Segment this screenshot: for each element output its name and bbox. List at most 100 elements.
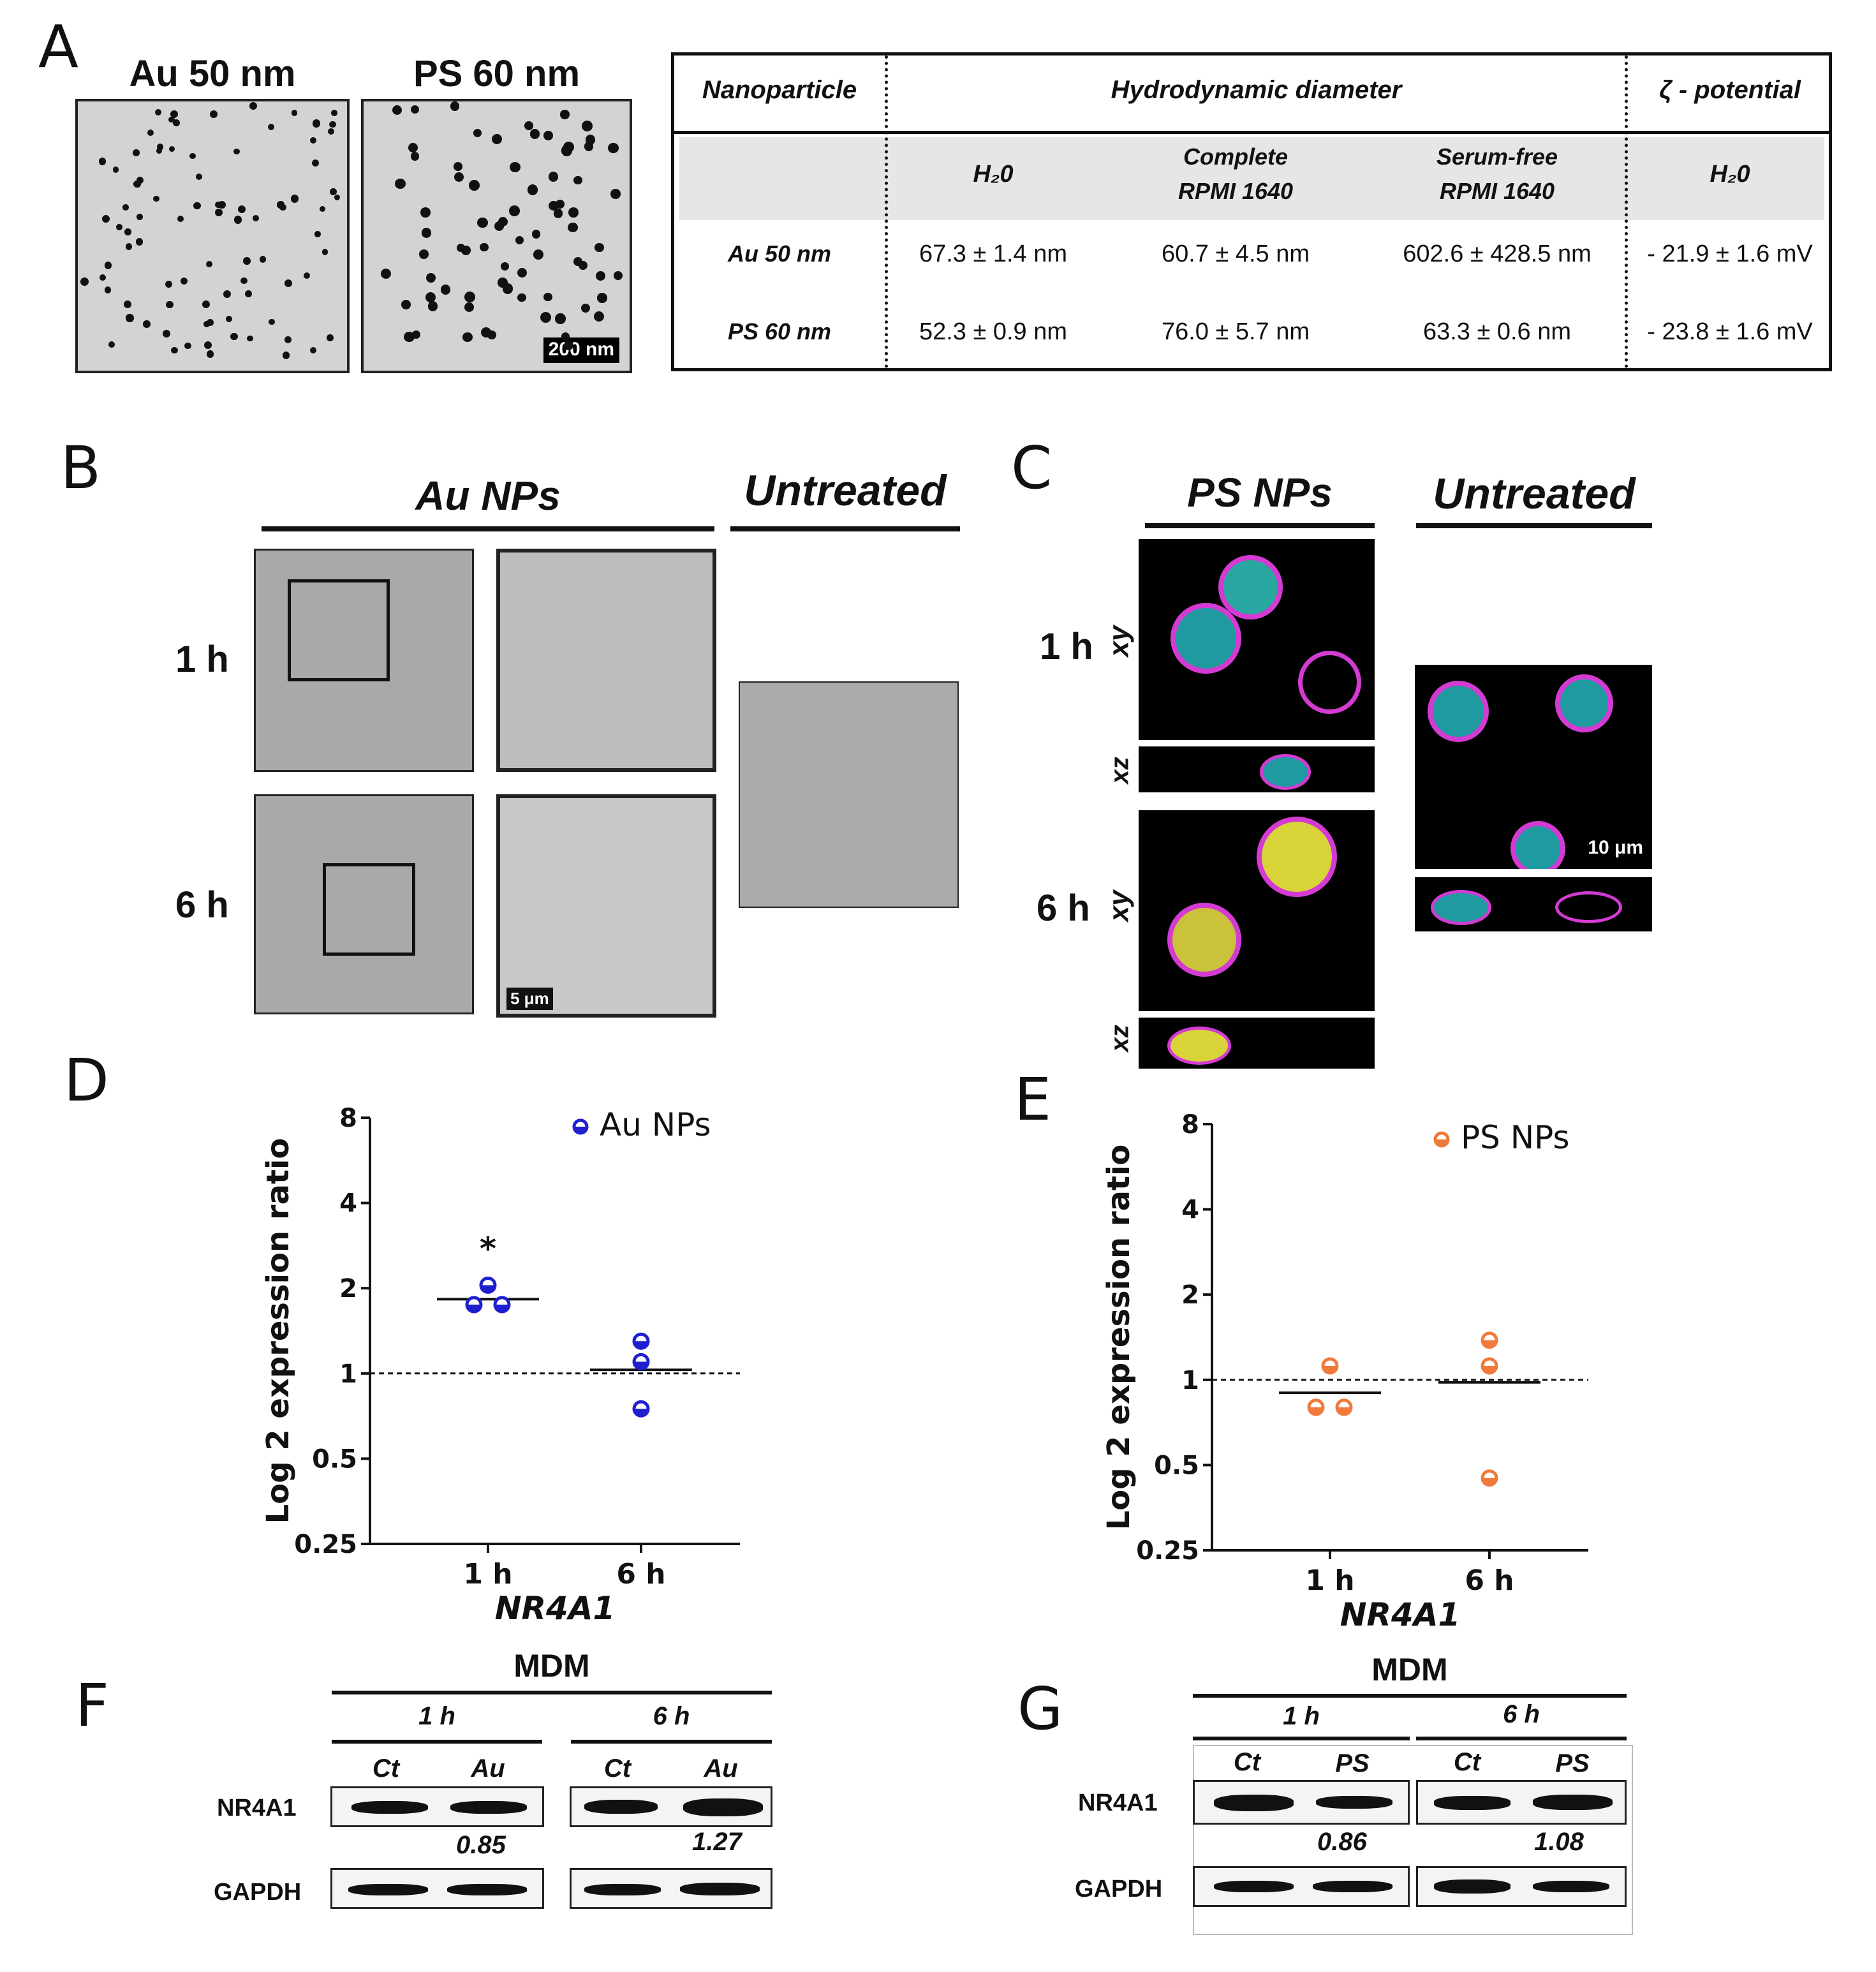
c-xz-label: xz: [1105, 1025, 1134, 1052]
cell: [1555, 891, 1622, 923]
particle: [464, 302, 475, 312]
particle: [171, 346, 179, 354]
particle: [419, 249, 429, 260]
particle: [517, 267, 528, 278]
g-blot-nr4a1-1h: [1193, 1780, 1410, 1825]
x-tick-label: 1 h: [1305, 1564, 1354, 1597]
particle: [531, 230, 540, 239]
particle: [392, 105, 403, 115]
particle: [480, 327, 491, 337]
particle: [154, 108, 161, 116]
band: [1214, 1795, 1294, 1811]
particle: [240, 277, 247, 285]
particle: [102, 214, 110, 223]
particle: [548, 172, 558, 182]
band: [584, 1884, 661, 1895]
particle: [168, 116, 175, 123]
significance-star: *: [480, 1230, 496, 1267]
b-group-title: Au NPs: [415, 473, 561, 519]
y-tick-label: 4: [1181, 1196, 1199, 1225]
particle: [210, 110, 218, 119]
y-tick-label: 8: [1181, 1110, 1199, 1139]
band: [1533, 1881, 1609, 1892]
legend-marker-fill: [1435, 1139, 1448, 1146]
particle: [555, 313, 566, 324]
particle: [284, 336, 292, 344]
b-untreated-field: [739, 681, 959, 908]
row-cell: 60.7 ± 4.5 nm: [1161, 241, 1310, 267]
particle: [80, 278, 89, 286]
particle: [586, 135, 596, 145]
g-t1-rule: [1193, 1737, 1410, 1740]
panel-label-a: A: [38, 13, 78, 81]
particle: [462, 332, 473, 342]
band: [351, 1801, 428, 1814]
g-lane: PS: [1555, 1749, 1590, 1777]
particle: [594, 242, 604, 253]
c-xy-label: xy: [1103, 625, 1135, 657]
particle: [404, 331, 415, 343]
particle: [524, 121, 534, 130]
x-tick-label: 6 h: [1465, 1564, 1514, 1597]
row-cell: 63.3 ± 0.6 nm: [1422, 318, 1572, 345]
particle: [205, 260, 213, 268]
b-group-rule: [262, 526, 714, 531]
particle: [303, 272, 310, 279]
particle: [427, 301, 438, 311]
particle: [408, 143, 418, 153]
particle: [230, 332, 238, 340]
particle: [411, 105, 420, 114]
y-tick-label: 0.25: [1136, 1536, 1199, 1566]
particle: [132, 149, 140, 156]
legend-label: Au NPs: [600, 1106, 711, 1143]
band: [1214, 1881, 1294, 1892]
subheader-serum-1: Serum-free: [1436, 144, 1558, 170]
particle: [497, 278, 508, 288]
g-t1: 1 h: [1283, 1702, 1320, 1730]
particle: [267, 123, 274, 130]
band: [1313, 1881, 1392, 1892]
particle: [153, 195, 160, 202]
c-1h-xy: [1139, 539, 1375, 740]
c-6h-xz: [1139, 1018, 1375, 1069]
particle: [440, 285, 451, 295]
tem-title-ps: PS 60 nm: [413, 53, 580, 94]
y-axis-label: Log 2 expression ratio: [260, 1138, 296, 1524]
f-blot-nr4a1-6h: [570, 1786, 772, 1827]
particle: [177, 216, 184, 223]
particle: [291, 195, 299, 203]
row-cell: 76.0 ± 5.7 nm: [1161, 318, 1310, 345]
particle: [189, 152, 196, 159]
particle: [581, 120, 593, 131]
f-row2-label: GAPDH: [214, 1879, 302, 1906]
particle: [309, 137, 317, 144]
particle: [116, 224, 123, 230]
particle: [543, 293, 552, 302]
f-t2: 6 h: [653, 1702, 690, 1730]
particle: [527, 184, 538, 195]
particle: [203, 341, 212, 349]
band: [1316, 1796, 1392, 1809]
y-tick-label: 1: [1181, 1366, 1199, 1395]
panel-label-e: E: [1014, 1065, 1052, 1134]
cell: [1167, 903, 1241, 977]
g-blot-gapdh-6h: [1416, 1866, 1627, 1907]
particle: [310, 346, 317, 353]
data-point-fill: [1337, 1407, 1351, 1414]
band: [1434, 1879, 1510, 1894]
particle: [170, 110, 178, 119]
particle: [510, 161, 521, 173]
particle: [156, 147, 163, 154]
data-point-fill: [634, 1341, 648, 1349]
subheader-complete-2: RPMI 1640: [1178, 178, 1294, 204]
f-row1-label: NR4A1: [217, 1795, 297, 1821]
particle: [126, 314, 134, 322]
zoom-box: [288, 579, 390, 681]
particle: [243, 257, 251, 265]
c-1h-xz: [1139, 746, 1375, 792]
particle: [334, 194, 341, 201]
data-point-fill: [1323, 1365, 1337, 1373]
particle: [425, 292, 436, 303]
x-tick-label: 6 h: [616, 1558, 665, 1590]
